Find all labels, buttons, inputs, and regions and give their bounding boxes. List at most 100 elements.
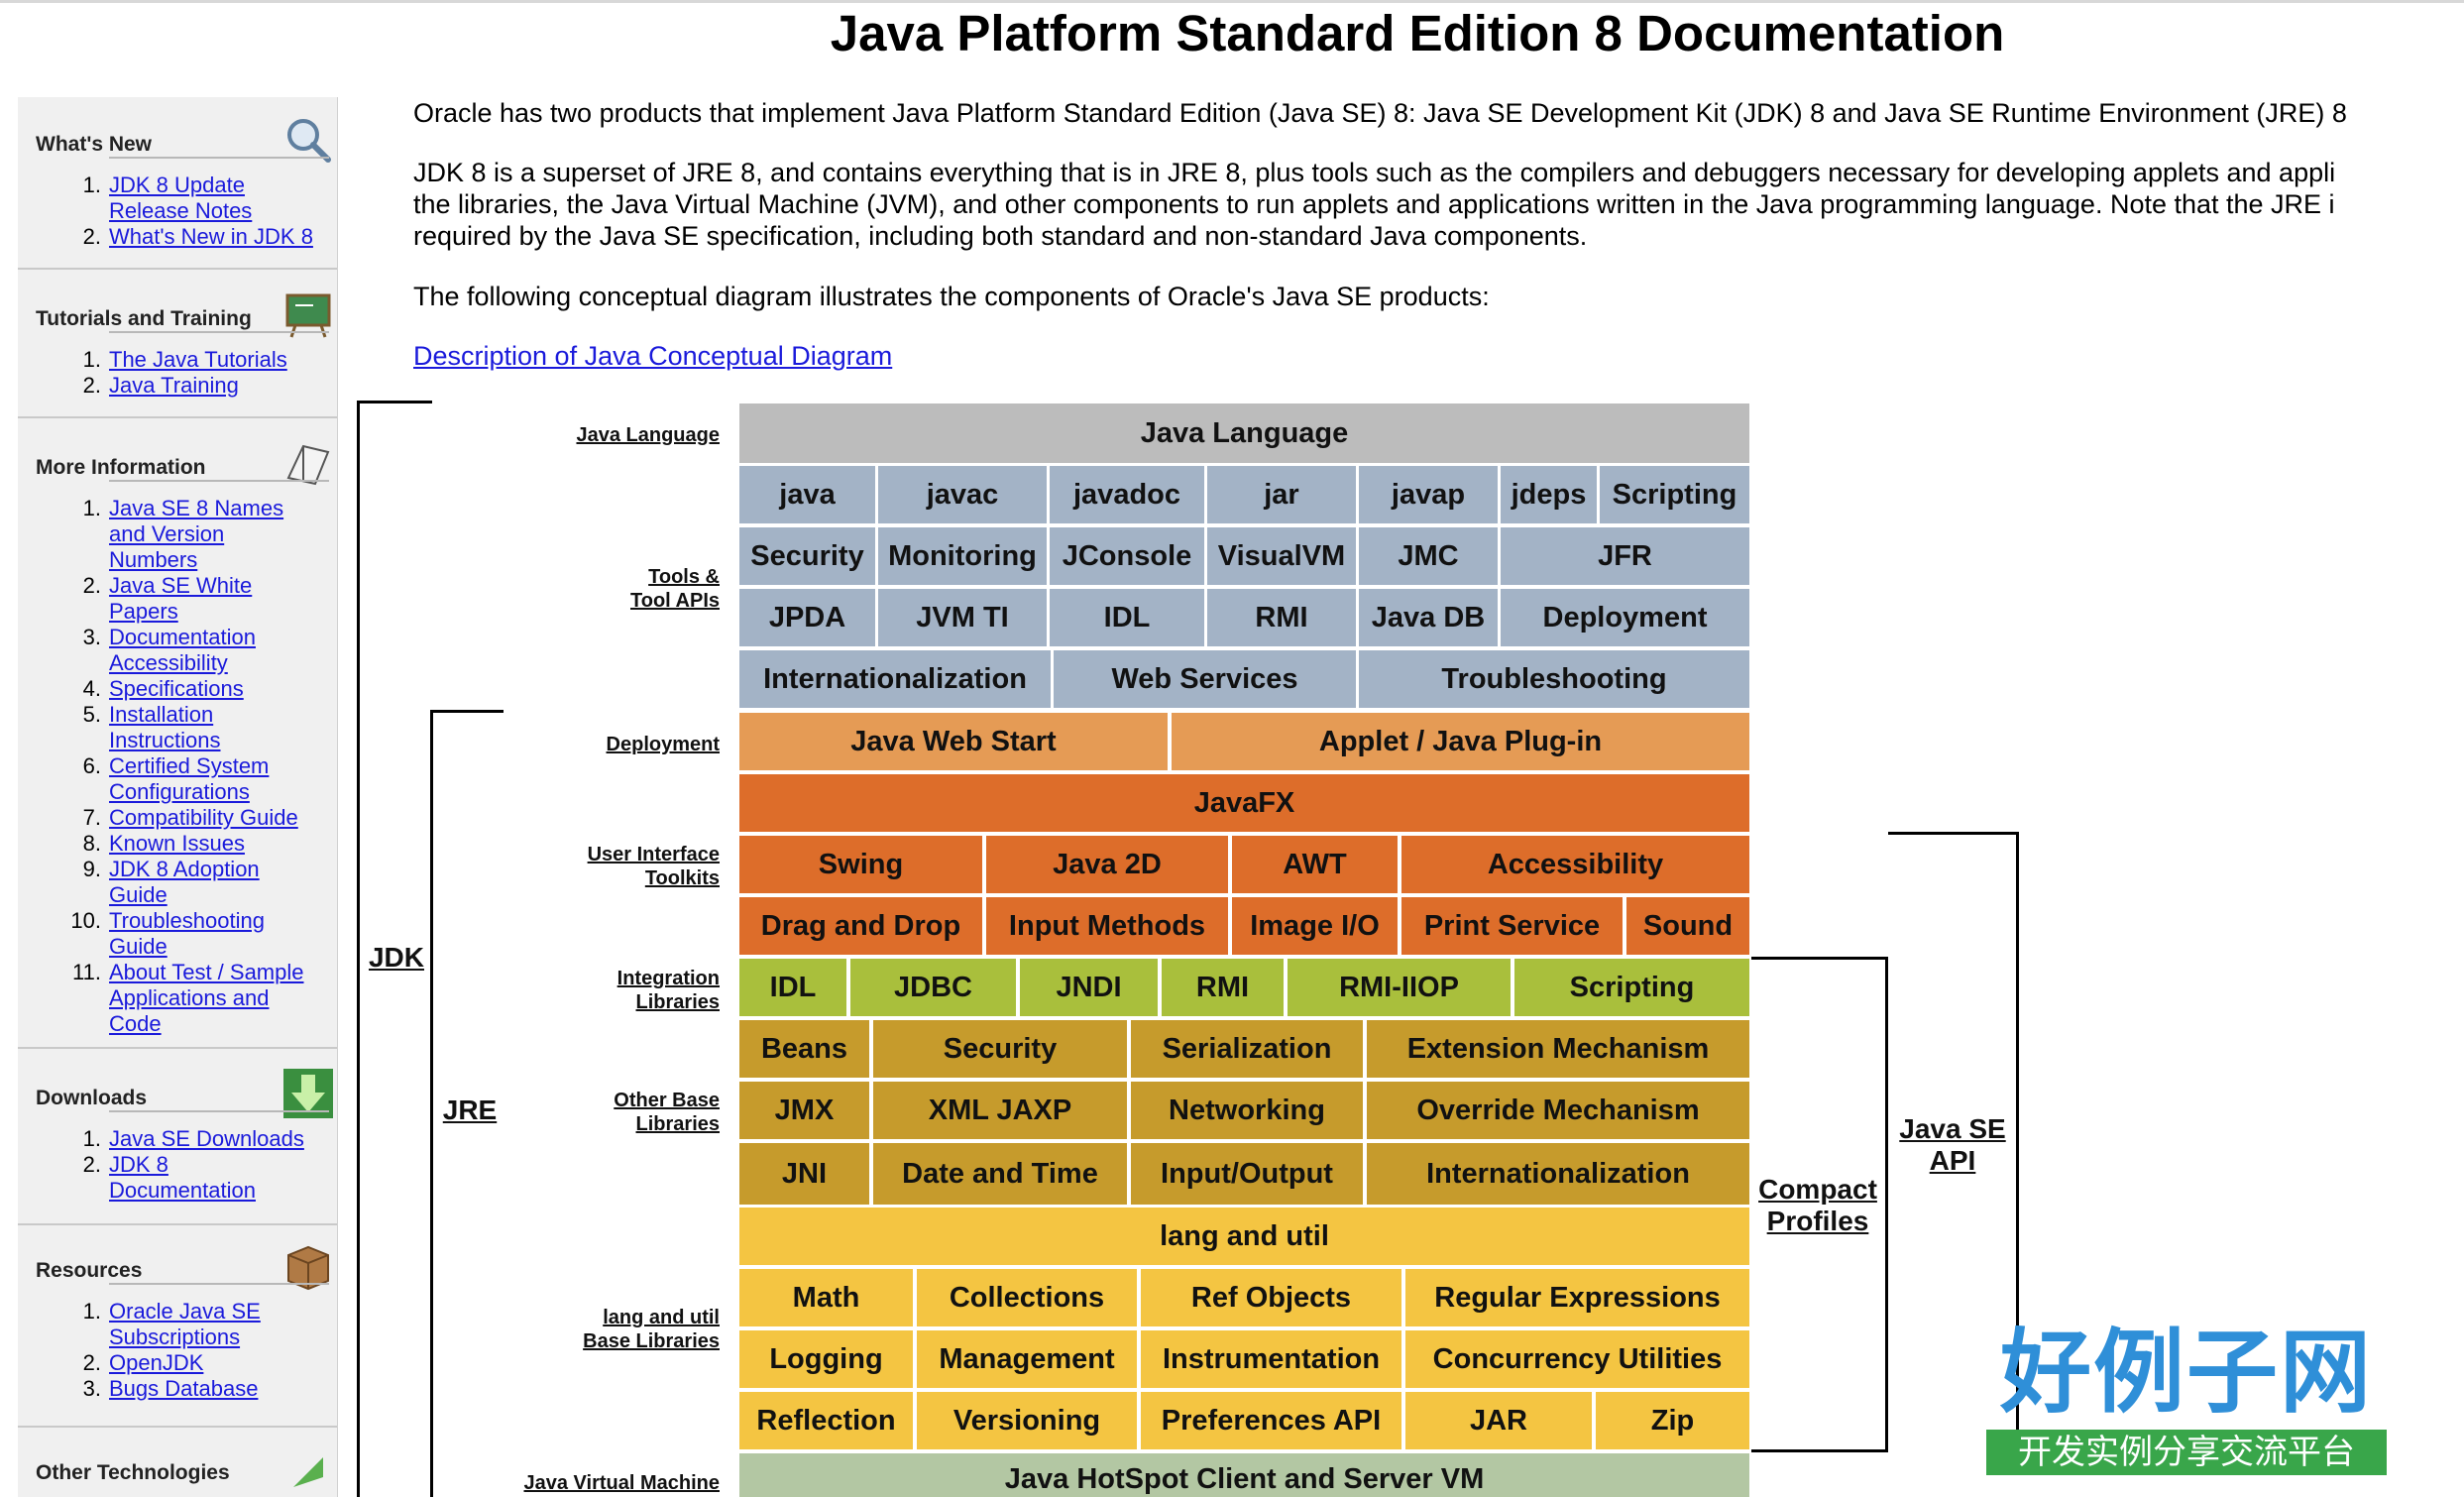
cell-rmi[interactable]: RMI [1162,959,1284,1016]
link-openjdk[interactable]: OpenJDK [109,1350,203,1375]
jre-label[interactable]: JRE [436,1094,504,1126]
rowlabel-deployment[interactable]: Deployment [606,734,720,755]
link-java-tutorials[interactable]: The Java Tutorials [109,347,287,372]
cell-instrumentation[interactable]: Instrumentation [1141,1330,1401,1388]
cell-scripting[interactable]: Scripting [1514,959,1749,1016]
cell-collections[interactable]: Collections [917,1269,1137,1326]
rowlabel-java-language[interactable]: Java Language [576,424,720,446]
cell-concurrency-utilities[interactable]: Concurrency Utilities [1405,1330,1749,1388]
cell-java[interactable]: java [739,466,875,523]
cell-input-output[interactable]: Input/Output [1131,1143,1363,1205]
link-known-issues[interactable]: Known Issues [109,831,245,856]
cell-logging[interactable]: Logging [739,1330,913,1388]
cell-security-tool[interactable]: Security [739,527,875,585]
cell-serialization[interactable]: Serialization [1131,1020,1363,1078]
cell-reflection[interactable]: Reflection [739,1392,913,1449]
cell-jni[interactable]: JNI [739,1143,869,1205]
link-bugs-database[interactable]: Bugs Database [109,1376,258,1401]
cell-accessibility[interactable]: Accessibility [1401,836,1749,893]
cell-jmc[interactable]: JMC [1359,527,1498,585]
cell-beans[interactable]: Beans [739,1020,869,1078]
cell-web-services[interactable]: Web Services [1054,650,1356,708]
link-whats-new-jdk8[interactable]: What's New in JDK 8 [109,224,313,249]
cell-java-language[interactable]: Java Language [739,403,1749,463]
cell-math[interactable]: Math [739,1269,913,1326]
rowlabel-tools[interactable]: Tools &Tool APIs [515,565,720,613]
cell-date-and-time[interactable]: Date and Time [873,1143,1127,1205]
cell-internationalization[interactable]: Internationalization [1367,1143,1749,1205]
cell-jfr[interactable]: JFR [1501,527,1749,585]
cell-deployment-tool[interactable]: Deployment [1501,589,1749,646]
diagram-description-link[interactable]: Description of Java Conceptual Diagram [413,341,893,371]
cell-input-methods[interactable]: Input Methods [986,897,1228,955]
link-compatibility-guide[interactable]: Compatibility Guide [109,805,298,830]
cell-rmi-tool[interactable]: RMI [1207,589,1356,646]
cell-java-db[interactable]: Java DB [1359,589,1498,646]
cell-javac[interactable]: javac [878,466,1047,523]
cell-jndi[interactable]: JNDI [1020,959,1158,1016]
cell-javafx[interactable]: JavaFX [739,774,1749,832]
cell-hotspot-vm[interactable]: Java HotSpot Client and Server VM [739,1453,1749,1497]
cell-override-mechanism[interactable]: Override Mechanism [1367,1082,1749,1139]
cell-rmi-iiop[interactable]: RMI-IIOP [1288,959,1511,1016]
cell-idl[interactable]: IDL [739,959,846,1016]
cell-regular-expressions[interactable]: Regular Expressions [1405,1269,1749,1326]
cell-idl-tool[interactable]: IDL [1050,589,1204,646]
cell-networking[interactable]: Networking [1131,1082,1363,1139]
cell-jar[interactable]: JAR [1405,1392,1592,1449]
cell-troubleshooting[interactable]: Troubleshooting [1359,650,1749,708]
cell-jdbc[interactable]: JDBC [850,959,1016,1016]
cell-drag-and-drop[interactable]: Drag and Drop [739,897,982,955]
cell-jconsole[interactable]: JConsole [1050,527,1204,585]
link-specifications[interactable]: Specifications [109,676,244,701]
cell-image-io[interactable]: Image I/O [1232,897,1398,955]
cell-scripting-tool[interactable]: Scripting [1600,466,1749,523]
rowlabel-jvm[interactable]: Java Virtual Machine [523,1472,721,1494]
cell-versioning[interactable]: Versioning [917,1392,1137,1449]
cell-applet-plugin[interactable]: Applet / Java Plug-in [1172,713,1749,770]
link-java-training[interactable]: Java Training [109,373,239,398]
cell-jmx[interactable]: JMX [739,1082,869,1139]
cell-jar[interactable]: jar [1207,466,1356,523]
jdk-label[interactable]: JDK [363,942,430,974]
cell-javadoc[interactable]: javadoc [1050,466,1204,523]
cell-java-2d[interactable]: Java 2D [986,836,1228,893]
cell-zip[interactable]: Zip [1596,1392,1749,1449]
cell-monitoring[interactable]: Monitoring [878,527,1047,585]
cell-print-service[interactable]: Print Service [1401,897,1623,955]
cell-java-web-start[interactable]: Java Web Start [739,713,1168,770]
cell-awt[interactable]: AWT [1232,836,1398,893]
cell-jvm-ti[interactable]: JVM TI [878,589,1047,646]
cell-jpda[interactable]: JPDA [739,589,875,646]
cell-management[interactable]: Management [917,1330,1137,1388]
cell-preferences-api[interactable]: Preferences API [1141,1392,1401,1449]
cell-lang-and-util[interactable]: lang and util [739,1208,1749,1265]
cell-javap[interactable]: javap [1359,466,1498,523]
cell-visualvm[interactable]: VisualVM [1207,527,1356,585]
cell-internationalization-tool[interactable]: Internationalization [739,650,1051,708]
cell-security[interactable]: Security [873,1020,1127,1078]
cell-jdeps[interactable]: jdeps [1501,466,1597,523]
cell-sound[interactable]: Sound [1626,897,1749,955]
cell-extension-mechanism[interactable]: Extension Mechanism [1367,1020,1749,1078]
cell-xml-jaxp[interactable]: XML JAXP [873,1082,1127,1139]
link-java-se-downloads[interactable]: Java SE Downloads [109,1126,304,1151]
cell-swing[interactable]: Swing [739,836,982,893]
